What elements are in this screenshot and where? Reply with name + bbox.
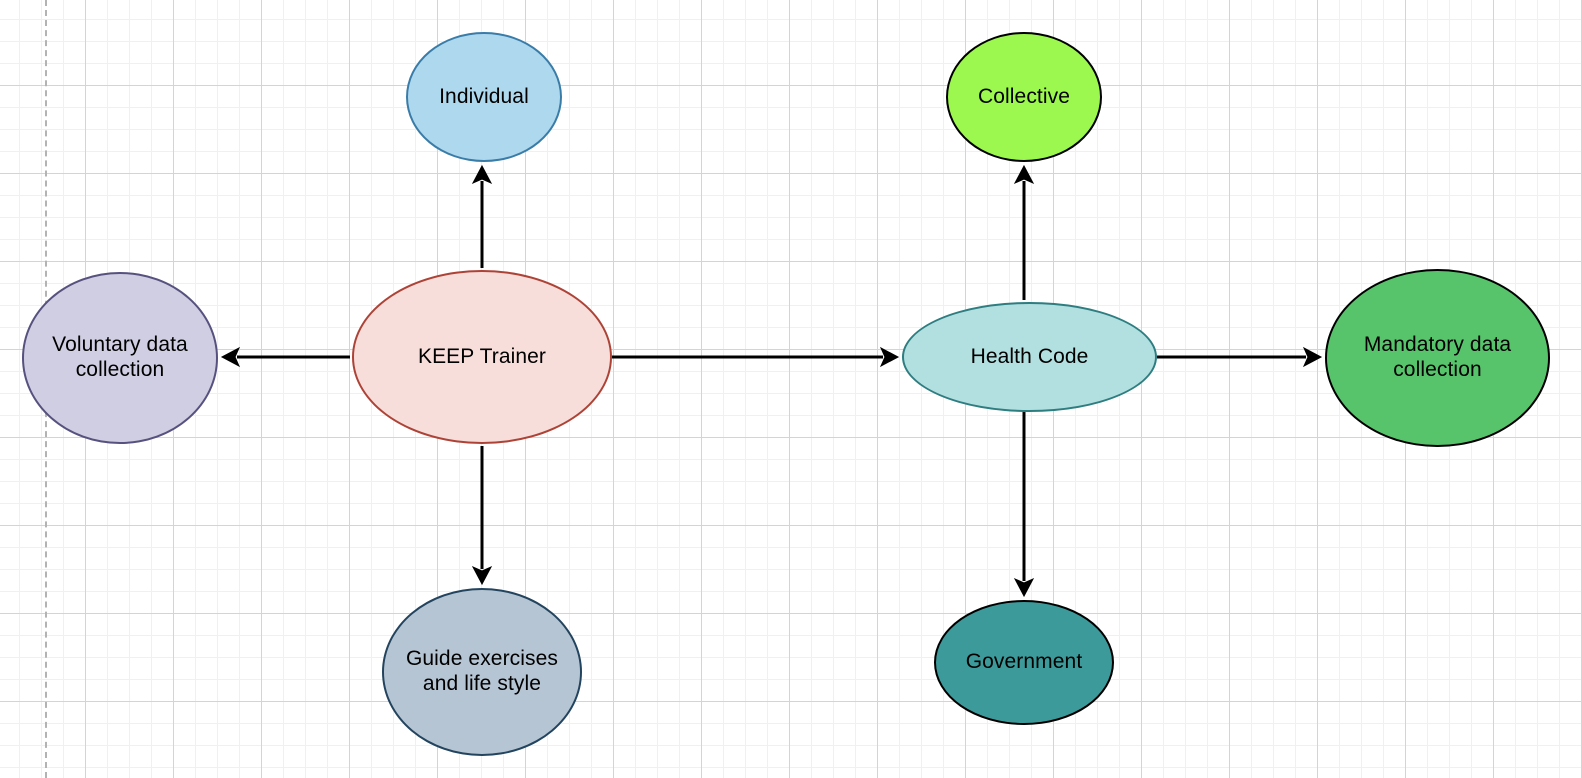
arrowhead-icon	[879, 346, 900, 368]
edge-keep-trainer-to-individual[interactable]	[471, 164, 493, 268]
node-label-health-code: Health Code	[970, 344, 1089, 368]
node-label-guide-exercises: Guide exercises and life style	[405, 647, 559, 695]
arrowhead-icon	[220, 346, 241, 368]
arrowhead-icon	[1013, 577, 1035, 598]
node-keep-trainer[interactable]: KEEP Trainer	[352, 270, 612, 444]
node-label-keep-trainer: KEEP Trainer	[417, 344, 547, 368]
node-individual[interactable]: Individual	[406, 32, 562, 162]
node-voluntary-data-collection[interactable]: Voluntary data collection	[22, 272, 218, 444]
arrowhead-icon	[471, 164, 493, 185]
node-label-collective: Collective	[977, 84, 1071, 108]
edge-health-code-to-mandatory-data-collection[interactable]	[1157, 346, 1323, 368]
edge-keep-trainer-to-health-code[interactable]	[612, 346, 900, 368]
arrowhead-icon	[471, 565, 493, 586]
node-government[interactable]: Government	[934, 600, 1114, 725]
node-label-voluntary-data-collection: Voluntary data collection	[52, 333, 188, 381]
node-health-code[interactable]: Health Code	[902, 302, 1157, 412]
arrowhead-icon	[1013, 164, 1035, 185]
node-guide-exercises[interactable]: Guide exercises and life style	[382, 588, 582, 756]
edge-health-code-to-collective[interactable]	[1013, 164, 1035, 300]
node-label-government: Government	[965, 650, 1083, 674]
edge-keep-trainer-to-voluntary-data-collection[interactable]	[220, 346, 350, 368]
node-label-individual: Individual	[439, 84, 529, 108]
node-mandatory-data-collection[interactable]: Mandatory data collection	[1325, 269, 1550, 447]
node-label-mandatory-data-collection: Mandatory data collection	[1363, 333, 1512, 381]
arrowhead-icon	[1302, 346, 1323, 368]
edge-keep-trainer-to-guide-exercises[interactable]	[471, 446, 493, 586]
edge-health-code-to-government[interactable]	[1013, 412, 1035, 598]
node-collective[interactable]: Collective	[946, 32, 1102, 162]
